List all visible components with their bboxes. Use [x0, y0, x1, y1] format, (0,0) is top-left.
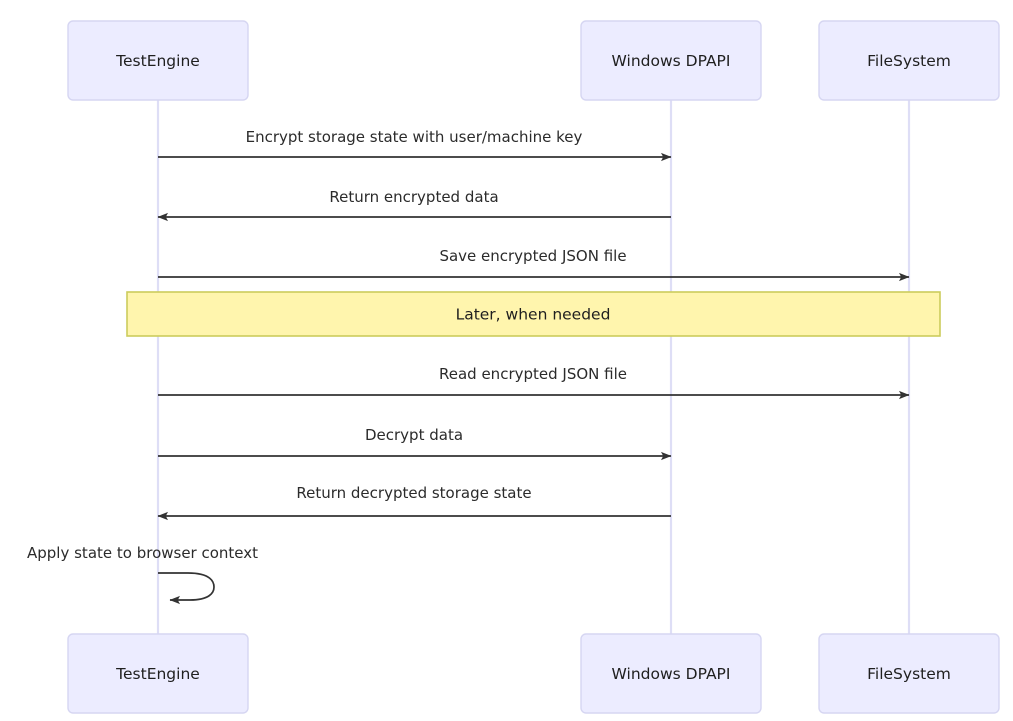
participant-top-testengine[interactable]: TestEngine [67, 20, 249, 101]
message-label: Read encrypted JSON file [439, 365, 627, 383]
message-label: Return decrypted storage state [296, 484, 531, 502]
lifelines-group [156, 100, 911, 634]
message-save-encrypted-json-file[interactable]: Save encrypted JSON file [158, 247, 910, 282]
participant-box[interactable] [818, 20, 1000, 101]
participant-label: Windows DPAPI [612, 665, 731, 683]
participant-bottom-dpapi[interactable]: Windows DPAPI [580, 633, 762, 714]
note-label: Later, when needed [456, 306, 611, 324]
participant-box[interactable] [580, 20, 762, 101]
note-box[interactable] [126, 291, 941, 337]
message-label: Apply state to browser context [27, 544, 258, 562]
participants-top: TestEngine Windows DPAPI FileSystem [67, 20, 1000, 101]
participant-box[interactable] [67, 20, 249, 101]
participants-bottom: TestEngine Windows DPAPI FileSystem [67, 633, 1000, 714]
participant-top-filesystem[interactable]: FileSystem [818, 20, 1000, 101]
participant-label: TestEngine [115, 52, 200, 70]
participant-label: TestEngine [115, 665, 200, 683]
message-label: Save encrypted JSON file [439, 247, 626, 265]
message-label: Return encrypted data [329, 188, 498, 206]
message-return-encrypted-data[interactable]: Return encrypted data [157, 188, 671, 222]
participant-label: FileSystem [867, 665, 951, 683]
note-later-when-needed[interactable]: Later, when needed [126, 291, 941, 337]
message-label: Decrypt data [365, 426, 463, 444]
messages-group: Encrypt storage state with user/machine … [27, 128, 910, 605]
message-label: Encrypt storage state with user/machine … [246, 128, 583, 146]
participant-label: FileSystem [867, 52, 951, 70]
message-encrypt-storage-state[interactable]: Encrypt storage state with user/machine … [158, 128, 672, 162]
participant-label: Windows DPAPI [612, 52, 731, 70]
participant-box[interactable] [818, 633, 1000, 714]
participant-bottom-testengine[interactable]: TestEngine [67, 633, 249, 714]
participant-top-dpapi[interactable]: Windows DPAPI [580, 20, 762, 101]
message-read-encrypted-json-file[interactable]: Read encrypted JSON file [158, 365, 910, 400]
participant-bottom-filesystem[interactable]: FileSystem [818, 633, 1000, 714]
self-loop-arrow[interactable] [158, 572, 215, 605]
participant-box[interactable] [580, 633, 762, 714]
message-apply-state-to-browser-context[interactable]: Apply state to browser context [27, 544, 258, 605]
participant-box[interactable] [67, 633, 249, 714]
message-decrypt-data[interactable]: Decrypt data [158, 426, 672, 461]
message-return-decrypted-storage-state[interactable]: Return decrypted storage state [157, 484, 671, 521]
